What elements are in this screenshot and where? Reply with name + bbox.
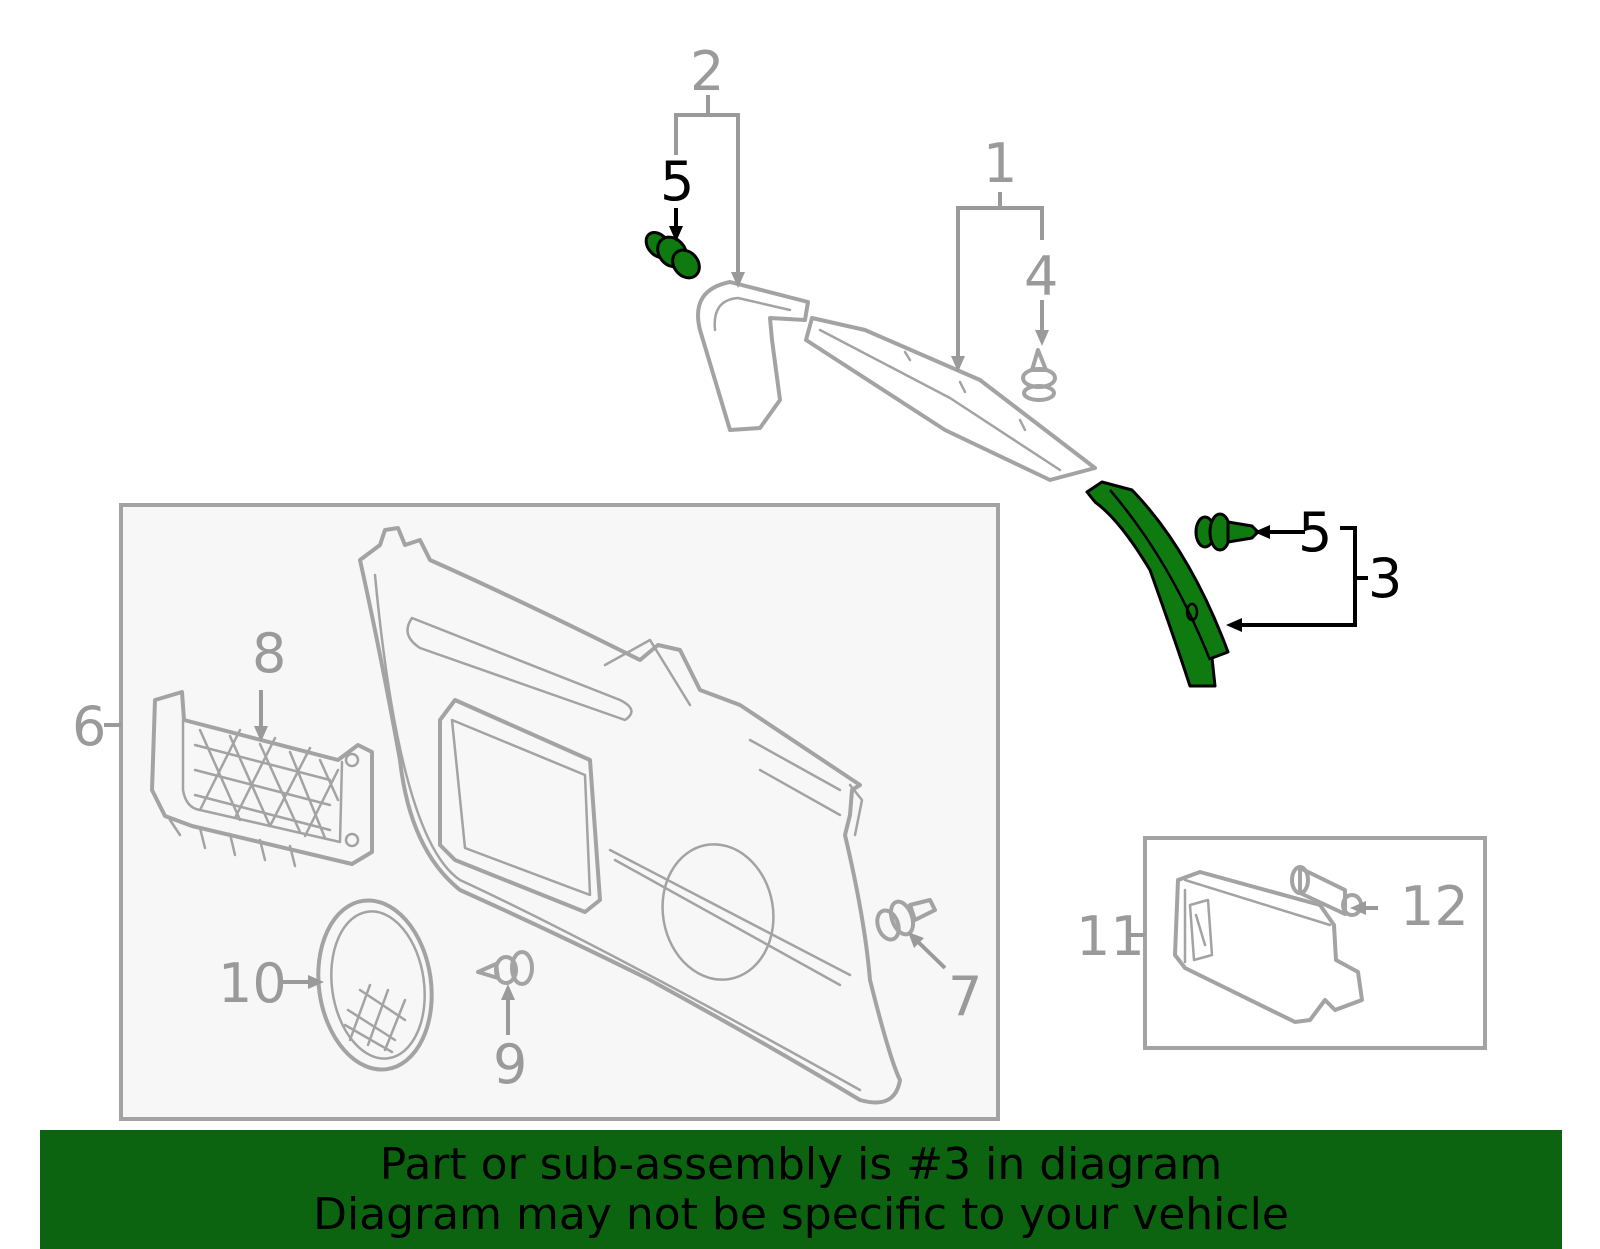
part-9-clip <box>476 950 534 986</box>
part-3-highlighted-pillar-trim <box>1085 480 1230 688</box>
part-1-roof-side-rail-trim <box>804 316 1097 482</box>
callout-10: 10 <box>218 952 287 1015</box>
part-7-clip <box>875 898 937 942</box>
part-5-clip-right <box>1194 512 1260 552</box>
callout-6: 6 <box>72 695 106 758</box>
callout-5-top: 5 <box>660 150 694 213</box>
banner-line-2: Diagram may not be specific to your vehi… <box>313 1189 1289 1240</box>
callout-7: 7 <box>948 965 982 1028</box>
part-2-upper-trim-corner <box>696 280 810 432</box>
callout-11: 11 <box>1076 905 1145 968</box>
callout-2: 2 <box>690 40 724 103</box>
part-5-clip-top <box>644 230 701 280</box>
part-8-storage-net <box>150 690 374 868</box>
leader-lines <box>104 95 1378 1035</box>
callout-12: 12 <box>1400 875 1469 938</box>
banner-line-1: Part or sub-assembly is #3 in diagram <box>379 1139 1223 1190</box>
part-6-group-box <box>119 503 1000 1121</box>
callout-8: 8 <box>252 622 286 685</box>
part-10-speaker-grille <box>316 898 434 1072</box>
part-4-clip <box>1021 348 1057 402</box>
info-banner: Part or sub-assembly is #3 in diagram Di… <box>40 1130 1562 1249</box>
callout-4: 4 <box>1024 245 1058 308</box>
part-6-quarter-trim-panel <box>358 526 902 1105</box>
part-11-lamp-assembly <box>1173 870 1364 1024</box>
callout-9: 9 <box>493 1033 527 1096</box>
callout-5-right: 5 <box>1298 501 1332 564</box>
callout-3: 3 <box>1368 547 1402 610</box>
callout-1: 1 <box>983 132 1017 195</box>
